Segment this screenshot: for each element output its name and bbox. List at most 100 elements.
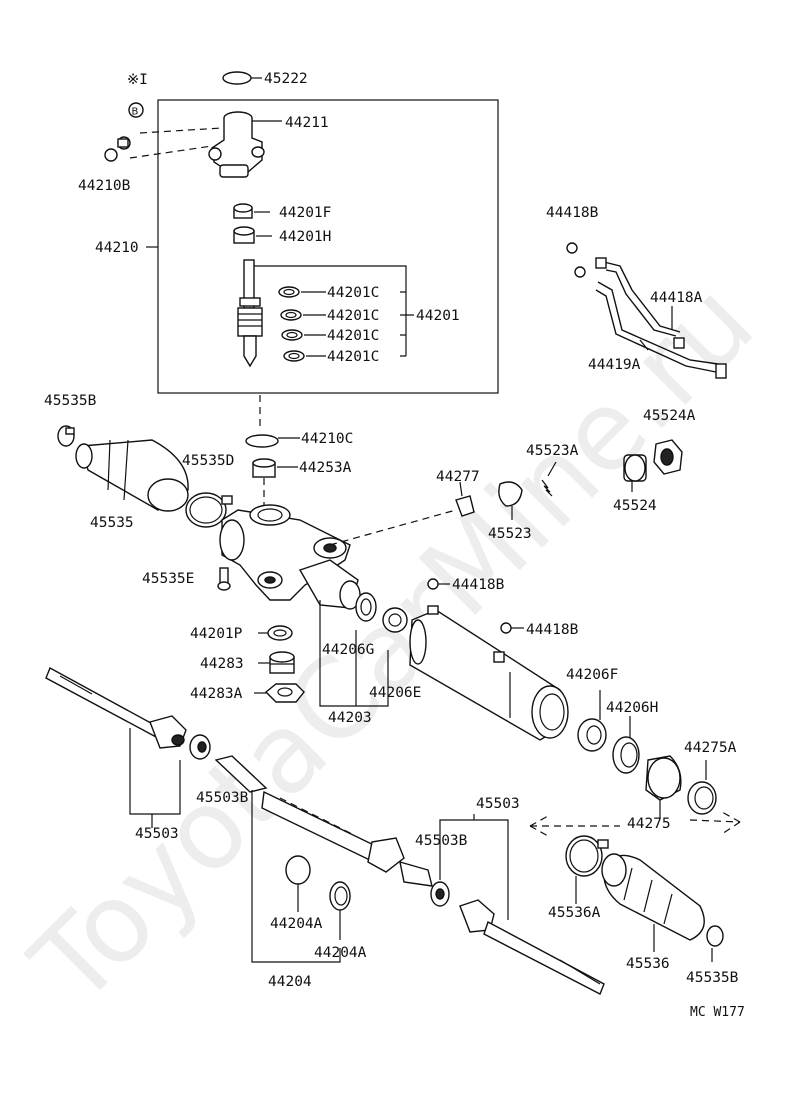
part-45535-boot-left[interactable] [75,439,189,512]
label-44206F: 44206F [566,667,618,683]
label-45536: 45536 [626,956,670,972]
label-44211: 44211 [285,115,329,131]
part-44275-end-stopper[interactable] [645,755,682,818]
arrow-right-dash [721,811,741,835]
part-44201F-seal[interactable] [233,203,270,219]
label-44210B: 44210B [78,178,131,194]
leader-dash-2 [129,145,213,159]
label-44210: 44210 [95,240,139,256]
part-45536-boot-right[interactable] [601,853,705,952]
part-44283A-locknut[interactable] [254,683,305,703]
bracket-45503-right [439,814,509,920]
part-44418B-bolt-top[interactable] [566,242,586,278]
part-44206H-bushing[interactable] [612,716,640,774]
label-45523: 45523 [488,526,532,542]
part-44419A-pipes[interactable] [595,257,727,379]
part-44418B-bolt-mid[interactable] [427,578,450,590]
label-44201C-1: 44201C [327,285,379,301]
label-44206E: 44206E [369,685,421,701]
label-45535D: 45535D [182,453,234,469]
part-tie-rod-end-right[interactable] [459,899,605,995]
leader-dash-1 [139,127,223,134]
part-44283-spring-cap[interactable] [258,651,295,674]
label-44201C-3: 44201C [327,328,379,344]
label-44277: 44277 [436,469,480,485]
part-44253A-seal[interactable] [252,458,298,478]
label-44418B-mid: 44418B [452,577,505,593]
label-44204A-2: 44204A [314,945,367,961]
part-45535E-bolt[interactable] [217,567,231,591]
part-45524-cushion[interactable] [623,454,647,492]
part-45535B-clamp-right[interactable] [706,925,724,962]
bracket-44204 [251,790,341,963]
label-44201P: 44201P [190,626,243,642]
label-45535B-right: 45535B [686,970,739,986]
label-44201: 44201 [416,308,460,324]
bolt-asterisk[interactable]: B [128,102,144,118]
label-44418B-top: 44418B [546,205,599,221]
label-44206H: 44206H [606,700,658,716]
label-44204: 44204 [268,974,312,990]
rack-housing-main[interactable] [219,504,361,610]
part-45524A-bracket[interactable] [653,439,683,475]
label-44418B-low: 44418B [526,622,579,638]
label-44201C-2: 44201C [327,308,379,324]
diagram-code: MC W177 [690,1005,745,1020]
label-45503-left: 45503 [135,826,179,842]
label-45503B-left: 45503B [196,790,249,806]
part-45535B-clamp-left[interactable] [57,425,75,447]
part-45222[interactable] [222,71,262,85]
label-45503-right: 45503 [476,796,520,812]
label-44253A: 44253A [299,460,352,476]
part-44201P-seal[interactable] [258,625,293,641]
asterisk-note: ※I [127,72,148,88]
rack-housing-tube[interactable] [409,605,569,741]
part-44418B-bolt-low[interactable] [500,622,524,634]
part-44204A-plug[interactable] [285,855,311,912]
part-44210C-oring[interactable] [245,434,300,448]
part-44201H-bearing[interactable] [233,226,272,244]
bracket-45503-left [129,728,181,828]
part-45535D-clamp[interactable] [185,492,233,528]
label-44283A: 44283A [190,686,243,702]
part-45503B-nut-left[interactable] [189,734,211,760]
label-44206G: 44206G [322,642,374,658]
label-45222: 45222 [264,71,308,87]
bracket-44201 [254,265,414,357]
label-44203: 44203 [328,710,372,726]
label-44419A: 44419A [588,357,641,373]
label-44201C-4: 44201C [327,349,379,365]
part-45523-bush[interactable] [498,481,523,520]
arrow-left-dash [529,815,549,837]
label-44201H: 44201H [279,229,331,245]
part-pinion-shaft[interactable] [237,259,263,368]
label-45524A: 45524A [643,408,696,424]
label-45535B-left: 45535B [44,393,97,409]
part-44277-plug[interactable] [455,481,475,517]
part-44211-valve-housing[interactable] [208,111,282,178]
part-45503B-nut-right[interactable] [430,881,450,907]
label-45536A: 45536A [548,905,601,921]
part-44201C-rings[interactable] [278,286,305,362]
svg-text:B: B [132,107,139,118]
part-44206F-seal[interactable] [577,690,607,752]
part-44210B-bolts[interactable] [104,136,131,162]
label-45523A: 45523A [526,443,579,459]
part-44275A-snap-ring[interactable] [687,760,717,815]
part-tie-rod-end-left[interactable] [45,667,187,749]
label-44418A: 44418A [650,290,703,306]
label-45503B-right: 45503B [415,833,468,849]
part-44204A-ring[interactable] [329,881,351,940]
part-44206E-seal[interactable] [382,607,408,633]
part-45536A-clamp[interactable] [565,835,609,904]
part-45523A-spring[interactable] [541,461,557,497]
label-44204A-1: 44204A [270,916,323,932]
label-45524: 45524 [613,498,657,514]
label-45535: 45535 [90,515,134,531]
part-44206G-seal[interactable] [355,592,377,622]
label-44275A: 44275A [684,740,737,756]
part-rack-bar[interactable] [214,755,433,887]
label-44210C: 44210C [301,431,353,447]
